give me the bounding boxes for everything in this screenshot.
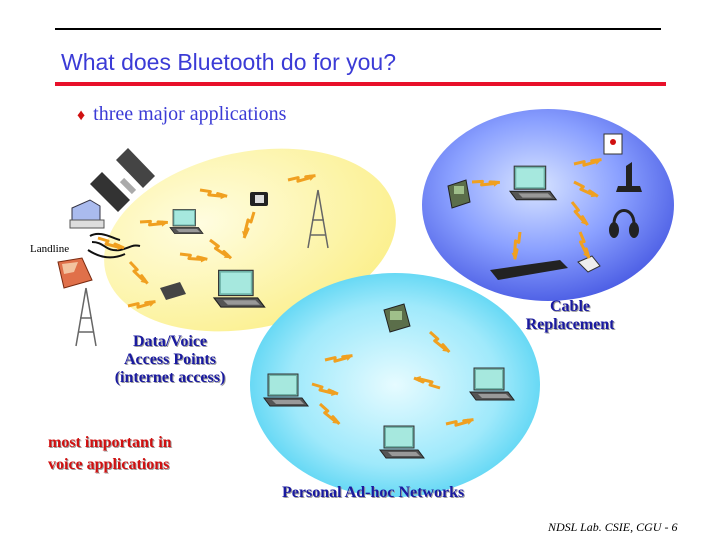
mouse-icon <box>577 255 601 273</box>
building-icon <box>69 199 105 229</box>
bullet-item: ♦ three major applications <box>77 103 286 126</box>
pda-icon <box>447 179 471 209</box>
camera-icon <box>250 192 268 206</box>
satellite-icon <box>90 148 155 212</box>
slide-footer: NDSL Lab. CSIE, CGU - 6 <box>548 520 678 534</box>
adhoc-network-area <box>250 273 540 497</box>
cellphone-icon <box>160 282 186 300</box>
adhoc-network-label: Personal Ad-hoc Networks <box>282 484 465 501</box>
title-rule <box>55 82 666 86</box>
slide-title: What does Bluetooth do for you? <box>61 49 396 75</box>
landline-label: Landline <box>30 243 70 255</box>
joystick-icon <box>616 162 642 192</box>
radio-tower-icon <box>75 189 329 347</box>
telephone-icon <box>57 257 93 289</box>
pda-icon <box>383 303 411 333</box>
headset-icon <box>609 209 639 238</box>
bullet-text: three major applications <box>93 103 287 125</box>
top-rule <box>55 28 661 30</box>
landline-cable <box>87 232 141 259</box>
printer-icon <box>603 133 623 155</box>
keyboard-icon <box>490 260 568 280</box>
cable-replacement-area <box>422 109 674 301</box>
bullet-diamond-icon: ♦ <box>77 107 86 124</box>
